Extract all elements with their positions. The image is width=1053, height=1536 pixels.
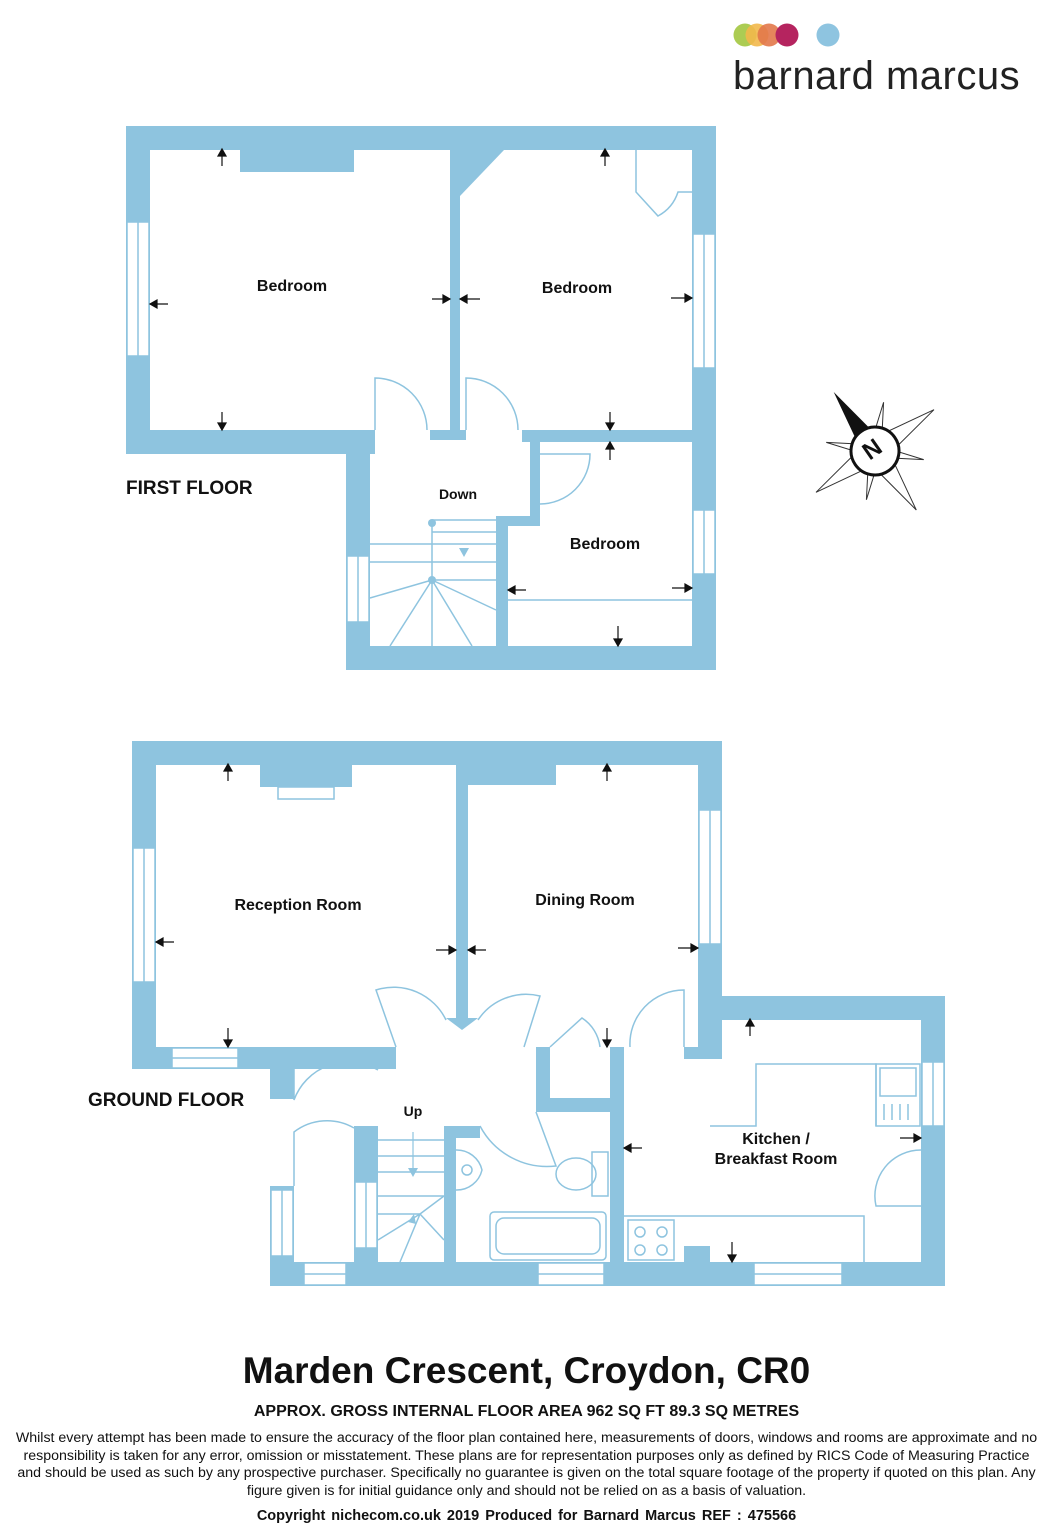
room-label-bedroom-2: Bedroom (541, 280, 613, 297)
first-floor-stair-markers (428, 519, 469, 584)
room-label-reception: Reception Room (234, 897, 362, 914)
room-label-bedroom-3: Bedroom (569, 536, 641, 553)
ground-floor-dimension-arrows (154, 762, 923, 1264)
room-label-bedroom-1: Bedroom (256, 278, 328, 295)
room-label-kitchen-line1: Kitchen / (742, 1131, 810, 1148)
property-address: Marden Crescent, Croydon, CR0 (242, 1350, 811, 1391)
room-label-dining: Dining Room (535, 892, 635, 909)
ground-floor-label: GROUND FLOOR (88, 1090, 245, 1111)
first-floor-plan (126, 126, 716, 670)
stairs-down-label: Down (438, 486, 478, 502)
compass-icon (815, 392, 935, 511)
floor-area: APPROX. GROSS INTERNAL FLOOR AREA 962 SQ… (253, 1403, 800, 1420)
ground-floor-stair-marker (408, 1132, 418, 1224)
ground-floor-plan (132, 741, 945, 1286)
brand-wordmark: barnard marcus (733, 54, 1021, 98)
first-floor-label: FIRST FLOOR (126, 478, 253, 499)
stairs-up-label: Up (403, 1103, 423, 1119)
disclaimer-text: Whilst every attempt has been made to en… (15, 1430, 1038, 1499)
ground-floor-details (132, 786, 945, 1286)
first-floor-details (126, 150, 716, 647)
footer-copyright: Copyright nichecom.co.uk 2019 Produced f… (256, 1508, 797, 1524)
brand-logo-dots (733, 23, 840, 47)
room-label-kitchen-line2: Breakfast Room (714, 1151, 838, 1168)
first-floor-dimension-arrows (148, 147, 694, 648)
